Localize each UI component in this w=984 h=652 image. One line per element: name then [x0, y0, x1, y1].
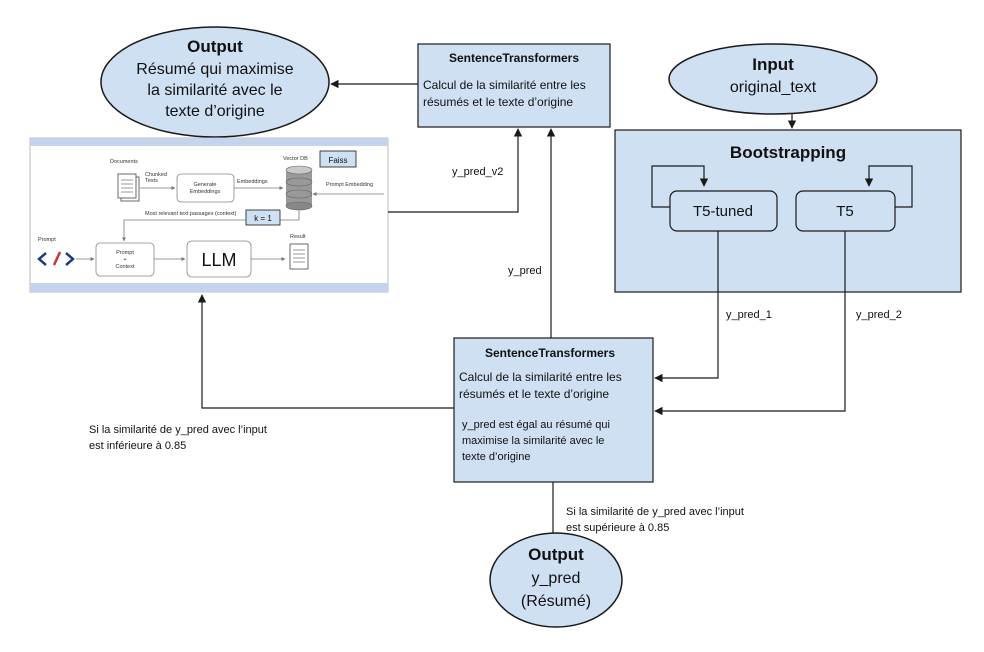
- st-top-line: résumés et le texte d’origine: [423, 95, 573, 109]
- faiss-tag: Faiss: [319, 150, 357, 168]
- label-y-pred-v2: y_pred_v2: [452, 166, 503, 178]
- rag-most-relevant-label: Most relevant text passages (context): [145, 211, 237, 217]
- input-text: original_text: [730, 79, 817, 96]
- arrow-rag-to-st-top: [388, 128, 523, 213]
- t5-node: T5: [795, 190, 896, 232]
- documents-icon: [117, 173, 140, 202]
- rag-k-label: k = 1: [254, 214, 272, 223]
- rag-prompt-context-label: +: [123, 257, 126, 263]
- output-top-line: texte d’origine: [165, 103, 265, 120]
- vector-db-icon: [285, 165, 313, 211]
- label-y-pred: y_pred: [508, 265, 542, 277]
- st-bottom-note: y_pred est égal au résumé qui: [462, 419, 610, 431]
- output-bottom-line: y_pred: [532, 570, 581, 587]
- input-node: Input original_text: [668, 43, 878, 115]
- arrow-t5-to-st-bottom: [654, 231, 846, 416]
- output-top-node: Output Résumé qui maximise la similarité…: [100, 26, 330, 138]
- label-condition-low: Si la similarité de y_pred avec l’input: [89, 424, 267, 436]
- t5-label: T5: [836, 203, 854, 220]
- rag-vector-db-label: Vector DB: [283, 156, 308, 162]
- t5-tuned-self-loop: [651, 165, 709, 208]
- rag-prompt-label: Prompt: [38, 237, 56, 243]
- st-top-title: SentenceTransformers: [449, 51, 579, 65]
- rag-llm-label: LLM: [201, 250, 236, 270]
- rag-documents-label: Documents: [110, 159, 138, 165]
- output-top-line: Résumé qui maximise: [136, 61, 293, 78]
- st-bottom-line: Calcul de la similarité entre les: [459, 370, 622, 384]
- t5-tuned-label: T5-tuned: [693, 203, 753, 220]
- st-bottom-note: texte d’origine: [462, 451, 531, 463]
- prompt-context-node: [95, 242, 155, 277]
- t5-tuned-node: T5-tuned: [669, 190, 778, 232]
- rag-chunked-label: Chunked: [145, 172, 167, 178]
- st-top-line: Calcul de la similarité entre les: [423, 78, 586, 92]
- label-condition-high: est supérieure à 0.85: [566, 522, 669, 534]
- output-bottom-line: (Résumé): [521, 593, 591, 610]
- code-icon: [37, 251, 75, 266]
- output-top-line: la similarité avec le: [147, 82, 282, 99]
- bootstrapping-title: Bootstrapping: [730, 143, 846, 162]
- rag-prompt-context-label: Context: [116, 264, 135, 270]
- rag-faiss-label: Faiss: [328, 156, 347, 165]
- rag-generate-label: Embeddings: [190, 189, 221, 195]
- output-top-title: Output: [187, 37, 243, 56]
- label-y-pred-1: y_pred_1: [726, 309, 772, 321]
- result-document-icon: [289, 243, 309, 270]
- output-bottom-node: Output y_pred (Résumé): [489, 532, 623, 628]
- t5-self-loop: [864, 165, 913, 208]
- label-y-pred-2: y_pred_2: [856, 309, 902, 321]
- input-title: Input: [752, 55, 794, 74]
- generate-embeddings-node: [176, 173, 235, 203]
- rag-result-label: Result: [290, 234, 306, 240]
- st-bottom-note: maximise la similarité avec le: [462, 435, 604, 447]
- rag-chunked-label: Texts: [145, 178, 158, 184]
- rag-prompt-context-label: Prompt: [116, 250, 134, 256]
- st-bottom-line: résumés et le texte d’origine: [459, 387, 609, 401]
- k-tag: k = 1: [245, 209, 281, 226]
- st-top-box: SentenceTransformers Calcul de la simila…: [417, 43, 611, 128]
- rag-prompt-embedding-label: Prompt Embedding: [326, 182, 373, 188]
- output-bottom-title: Output: [528, 545, 584, 564]
- rag-diagram: Documents Chunked Texts Generate Embeddi…: [29, 137, 389, 293]
- st-bottom-title: SentenceTransformers: [485, 346, 615, 360]
- arrow-t5-tuned-to-st-bottom: [654, 231, 719, 383]
- st-bottom-box: SentenceTransformers Calcul de la simila…: [453, 337, 654, 483]
- label-condition-high: Si la similarité de y_pred avec l’input: [566, 506, 744, 518]
- arrow-st-bottom-to-rag: [197, 294, 454, 409]
- rag-generate-label: Generate: [194, 182, 217, 188]
- label-condition-low: est inférieure à 0.85: [89, 440, 186, 452]
- rag-embeddings-label: Embeddings: [237, 179, 268, 185]
- bootstrapping-box: Bootstrapping T5-tuned T5: [614, 129, 962, 293]
